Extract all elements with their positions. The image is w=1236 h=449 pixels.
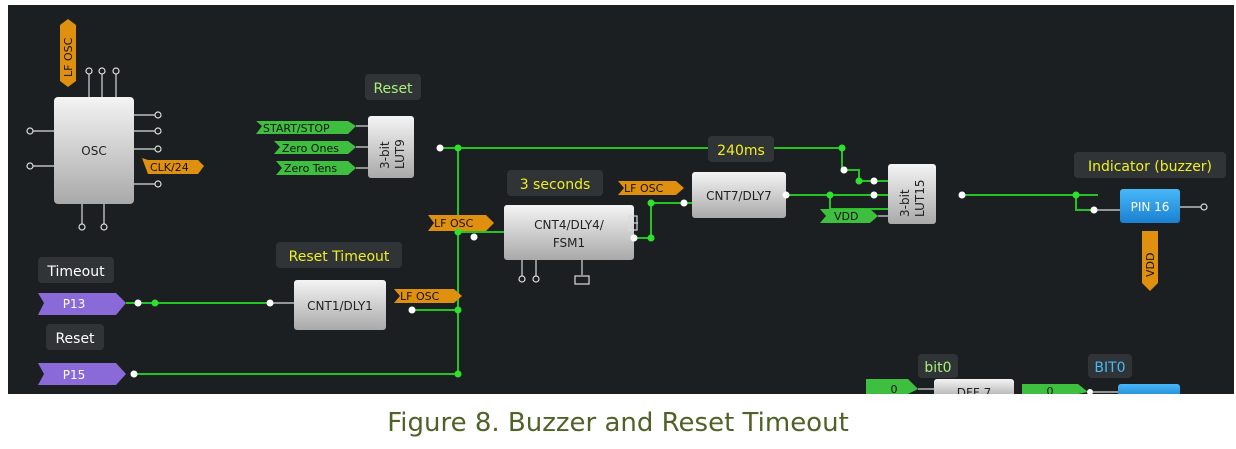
osc-block[interactable]: OSC <box>54 97 134 204</box>
svg-text:3-bit: 3-bit <box>898 189 912 217</box>
wires <box>126 147 1098 375</box>
svg-text:CLK/24: CLK/24 <box>150 161 189 174</box>
svg-text:Zero Ones: Zero Ones <box>282 142 339 155</box>
schematic-canvas: OSC LF OSC CLK/24 3-bit LUT9 START/STOP … <box>8 5 1234 394</box>
svg-text:P13: P13 <box>63 297 86 311</box>
zero-tens-input: Zero Tens <box>276 161 356 175</box>
svg-text:LF OSC: LF OSC <box>400 290 440 303</box>
timeout-label: Timeout <box>38 257 114 283</box>
svg-text:DFF 7: DFF 7 <box>957 386 992 394</box>
indicator-label: Indicator (buzzer) <box>1074 152 1226 178</box>
svg-text:Zero Tens: Zero Tens <box>284 162 337 175</box>
svg-text:LF OSC: LF OSC <box>624 182 664 195</box>
svg-text:240ms: 240ms <box>717 143 765 159</box>
reset-pin-label: Reset <box>46 324 104 350</box>
svg-text:BIT0: BIT0 <box>1094 360 1125 376</box>
svg-text:0: 0 <box>891 383 898 394</box>
cnt1-block[interactable]: CNT1/DLY1 <box>294 280 386 330</box>
p15-pin[interactable]: P15 <box>38 363 126 385</box>
svg-text:OSC: OSC <box>81 144 106 158</box>
pin16-vdd-tag: VDD <box>1142 231 1158 291</box>
p13-pin[interactable]: P13 <box>38 293 126 315</box>
svg-text:LUT9: LUT9 <box>393 139 407 169</box>
zero-ones-input: Zero Ones <box>274 141 356 155</box>
svg-text:CNT4/DLY4/: CNT4/DLY4/ <box>534 218 605 232</box>
svg-text:Reset Timeout: Reset Timeout <box>289 249 390 265</box>
reset-timeout-label: Reset Timeout <box>276 242 402 268</box>
cnt7-block[interactable]: CNT7/DLY7 <box>692 172 786 218</box>
three-seconds-label: 3 seconds <box>507 170 603 196</box>
lut9-block[interactable]: 3-bit LUT9 <box>368 116 414 178</box>
white-pin-dots <box>130 144 1098 394</box>
hollow-pin-dots <box>26 67 1208 283</box>
bottom-partial-blocks: 0 DFF 7 0 <box>866 379 1180 394</box>
svg-text:3-bit: 3-bit <box>378 141 392 169</box>
cnt4-lf-osc-tag: LF OSC <box>428 215 494 231</box>
svg-text:START/STOP: START/STOP <box>263 122 330 135</box>
svg-text:Reset: Reset <box>373 81 413 97</box>
svg-text:CNT7/DLY7: CNT7/DLY7 <box>706 189 772 203</box>
pin16-block[interactable]: PIN 16 <box>1120 189 1180 223</box>
svg-text:LF OSC: LF OSC <box>434 217 474 230</box>
svg-text:0: 0 <box>1047 385 1054 394</box>
svg-text:P15: P15 <box>63 368 86 382</box>
svg-text:VDD: VDD <box>1144 253 1157 277</box>
svg-text:LF OSC: LF OSC <box>62 37 75 77</box>
svg-text:PIN 16: PIN 16 <box>1131 200 1170 214</box>
svg-text:CNT1/DLY1: CNT1/DLY1 <box>307 299 373 313</box>
svg-text:bit0: bit0 <box>924 360 951 376</box>
svg-text:LUT15: LUT15 <box>913 180 927 217</box>
svg-text:Reset: Reset <box>55 331 95 347</box>
start-stop-input: START/STOP <box>256 121 356 135</box>
lut15-block[interactable]: 3-bit LUT15 <box>888 164 936 224</box>
clk24-tag: CLK/24 <box>142 158 204 174</box>
svg-text:3 seconds: 3 seconds <box>520 177 591 193</box>
svg-text:Indicator (buzzer): Indicator (buzzer) <box>1088 159 1212 175</box>
svg-text:Timeout: Timeout <box>46 264 105 280</box>
connector-stubs <box>30 71 1204 393</box>
bit0-upper-label: BIT0 <box>1088 354 1132 378</box>
svg-text:VDD: VDD <box>834 210 858 223</box>
cnt1-lf-osc-tag: LF OSC <box>394 289 462 303</box>
figure-caption: Figure 8. Buzzer and Reset Timeout <box>387 408 849 438</box>
cnt7-lf-osc-tag: LF OSC <box>618 181 684 195</box>
bit0-lower-label: bit0 <box>918 354 958 378</box>
osc-lf-osc-tag: LF OSC <box>60 19 76 87</box>
ms240-label: 240ms <box>708 136 774 162</box>
reset-top-label: Reset <box>365 74 421 100</box>
svg-text:FSM1: FSM1 <box>553 236 585 250</box>
lut15-vdd-tag: VDD <box>820 209 878 223</box>
green-junctions <box>151 144 1080 378</box>
cnt4-block[interactable]: CNT4/DLY4/ FSM1 <box>504 205 638 285</box>
